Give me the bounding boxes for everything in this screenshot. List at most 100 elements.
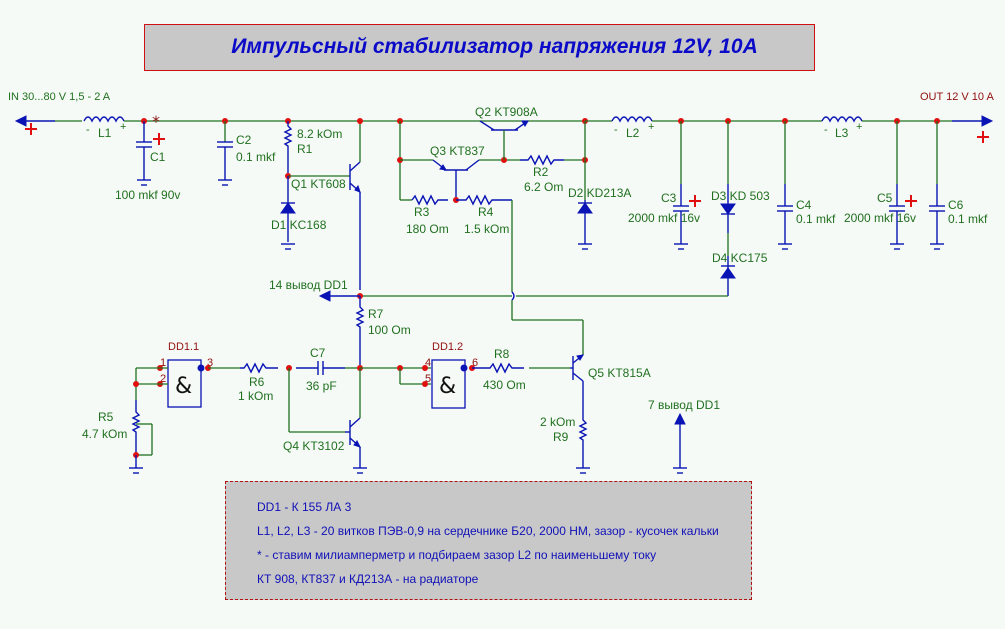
svg-text:-: - [824,124,828,136]
svg-text:L3: L3 [835,126,849,140]
svg-text:-: - [86,124,90,136]
svg-text:&: & [175,374,192,399]
svg-text:0.1 mkf: 0.1 mkf [948,212,988,226]
svg-text:C3: C3 [661,191,677,205]
zener-D1: D1 KC168 [271,176,327,250]
resistor-R8: R8 430 Om [472,347,570,392]
resistor-R1: 8.2 kOm R1 [283,118,342,174]
svg-text:3: 3 [207,357,213,369]
svg-text:Q3 KT837: Q3 KT837 [430,144,485,158]
note-line: * - ставим милиамперметр и подбираем заз… [257,548,657,562]
capacitor-C7: C7 36 pF [296,346,360,393]
svg-text:2: 2 [160,373,166,385]
svg-text:C7: C7 [310,346,326,360]
output-arrow-icon [981,115,994,127]
resistor-R9: 2 kOm R9 [540,408,590,474]
transistor-Q4: Q4 KT3102 [283,417,367,474]
svg-text:1: 1 [160,357,166,369]
svg-text:1.5 kOm: 1.5 kOm [464,222,509,236]
capacitor-C6: C6 0.1 mkf [929,118,988,250]
output-label: OUT 12 V 10 A [920,91,994,103]
svg-text:L2: L2 [626,126,640,140]
input-arrow-icon [14,115,27,127]
svg-text:Q5 KT815A: Q5 KT815A [588,366,651,380]
capacitor-C2: C2 0.1 mkf [217,118,276,186]
transistor-Q2: Q2 KT908A [475,105,538,160]
resistor-R7: R7 100 Om [355,296,411,367]
inductor-L3: -+ L3 [821,116,863,140]
output-terminal: OUT 12 V 10 A [920,91,994,143]
svg-text:C6: C6 [948,198,964,212]
title-banner: Импульсный стабилизатор напряжения 12V, … [144,24,815,71]
svg-text:C1: C1 [150,150,166,164]
svg-text:2000 mkf 16v: 2000 mkf 16v [844,211,916,225]
svg-text:100 Om: 100 Om [368,323,411,337]
svg-text:4: 4 [425,357,431,369]
svg-text:0.1 mkf: 0.1 mkf [236,150,276,164]
capacitor-C3: C3 2000 mkf 16v [628,118,701,250]
capacitor-C1: * C1 100 mkf 90v [115,112,180,202]
svg-text:8.2 kOm: 8.2 kOm [297,127,342,141]
transistor-Q5: Q5 KT815A [570,354,651,408]
svg-text:100 mkf 90v: 100 mkf 90v [115,188,180,202]
svg-text:1 kOm: 1 kOm [238,389,273,403]
svg-text:C4: C4 [796,198,812,212]
svg-text:2000 mkf 16v: 2000 mkf 16v [628,211,700,225]
svg-text:7 вывод DD1: 7 вывод DD1 [648,398,720,412]
svg-text:2 kOm: 2 kOm [540,415,575,429]
svg-text:4.7 kOm: 4.7 kOm [82,427,127,441]
resistor-R4: R4 1.5 kOm [456,194,512,236]
svg-text:D3 KD 503: D3 KD 503 [711,189,770,203]
diode-D3: D3 KD 503 [711,118,770,233]
input-label: IN 30...80 V 1,5 - 2 A [8,91,111,103]
svg-text:430 Om: 430 Om [483,378,526,392]
svg-text:+: + [648,121,654,133]
svg-text:Q1 KT608: Q1 KT608 [291,177,346,191]
resistor-R2: R2 6.2 Om [520,154,585,194]
capacitor-C5: C5 2000 mkf 16v [844,118,917,250]
svg-text:C2: C2 [236,133,252,147]
svg-text:R3: R3 [414,205,430,219]
L1-ref: L1 [98,126,112,140]
svg-text:D4 KC175: D4 KC175 [712,251,768,265]
svg-text:6.2 Om: 6.2 Om [524,180,563,194]
svg-text:R1: R1 [297,142,313,156]
svg-text:D1 KC168: D1 KC168 [271,218,327,232]
note-line: DD1 - К 155 ЛА 3 [257,500,352,514]
svg-text:&: & [439,374,456,399]
transistor-Q1: Q1 KT608 [291,118,363,290]
gate-DD1-2: & 4 DD1.2 4 5 6 [422,341,478,409]
inductor-L2: - + L2 [611,116,654,140]
svg-text:Q2 KT908A: Q2 KT908A [475,105,538,119]
svg-text:R9: R9 [553,430,569,444]
svg-text:R5: R5 [98,410,114,424]
svg-text:-: - [614,124,618,136]
resistor-R3: R3 180 Om [400,194,449,236]
svg-text:6: 6 [472,357,478,369]
inductor-L1: - + L1 [83,116,126,140]
svg-text:Q4 KT3102: Q4 KT3102 [283,439,345,453]
svg-text:R2: R2 [533,165,549,179]
svg-text:R7: R7 [368,307,384,321]
resistor-R5: R5 4.7 kOm [82,400,153,474]
resistor-R6: R6 1 kOm [208,362,278,403]
star-marker: * [152,112,160,131]
input-terminal: IN 30...80 V 1,5 - 2 A [8,91,111,135]
svg-text:180 Om: 180 Om [406,222,449,236]
svg-text:R8: R8 [494,347,510,361]
note-line: L1, L2, L3 - 20 витков ПЭВ-0,9 на сердеч… [257,524,719,538]
transistor-Q3: Q3 KT837 [430,144,485,200]
svg-text:+: + [120,121,126,133]
svg-text:C5: C5 [877,191,893,205]
pin14-terminal: 14 вывод DD1 [269,278,360,302]
svg-text:14 вывод DD1: 14 вывод DD1 [269,278,348,292]
pin14-arrow-icon [318,290,331,302]
gate-DD1-1: & DD1.1 1 2 3 [157,341,213,408]
svg-text:DD1.1: DD1.1 [168,341,199,353]
svg-text:D2 KD213A: D2 KD213A [568,186,631,200]
schematic-title: Импульсный стабилизатор напряжения 12V, … [231,35,758,58]
notes-panel: DD1 - К 155 ЛА 3 L1, L2, L3 - 20 витков … [225,481,752,600]
svg-text:5: 5 [425,373,431,385]
svg-text:R4: R4 [478,205,494,219]
